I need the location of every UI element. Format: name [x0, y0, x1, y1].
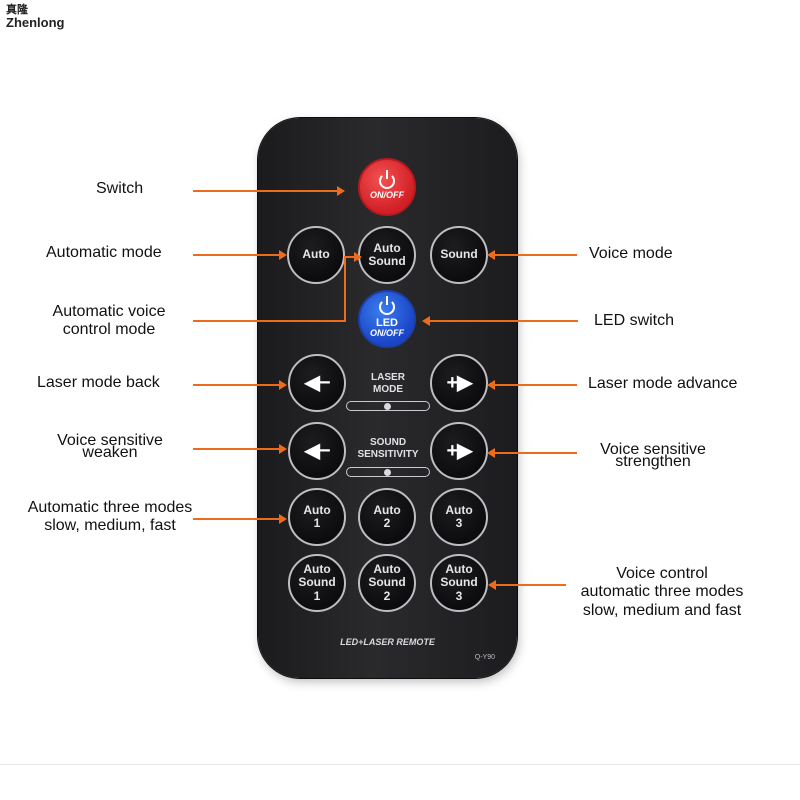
arrow-voice-mode: [487, 250, 577, 260]
auto-sound-3-line1: Auto: [445, 562, 473, 577]
callout-voice-mode: Voice mode: [589, 245, 673, 262]
sensitivity-weaken-button[interactable]: ◀−: [288, 422, 346, 480]
callout-laser-back: Laser mode back: [37, 374, 160, 391]
auto-sound-1-line3: 1: [313, 588, 321, 603]
arrow-led-switch: [422, 316, 578, 326]
arrow-auto-voice-vertical: [344, 256, 346, 322]
auto-3-button[interactable]: Auto 3: [430, 488, 488, 546]
brand-logo: 真隆 Zhenlong: [6, 3, 66, 31]
auto-1-line2: 1: [313, 516, 321, 530]
logo-english-text: Zhenlong: [6, 15, 65, 31]
sound-sensitivity-line2: SENSITIVITY: [357, 448, 419, 460]
callout-auto-voice-line1: Automatic voice: [52, 303, 166, 320]
callout-voice-strengthen: Voice sensitive strengthen: [584, 441, 722, 472]
arrow-automatic-mode: [193, 250, 287, 260]
auto-sound-1-line1: Auto: [303, 562, 331, 577]
laser-mode-back-button[interactable]: ◀−: [288, 354, 346, 412]
laser-mode-label: LASER MODE: [348, 372, 428, 395]
led-button[interactable]: LED ON/OFF: [358, 290, 416, 348]
auto-label: Auto: [302, 247, 330, 262]
callout-auto-three-line1: Automatic three modes: [27, 499, 193, 516]
laser-mode-slider: [346, 401, 430, 411]
sensitivity-strengthen-button[interactable]: +▶: [430, 422, 488, 480]
minus-arrow-icon: ◀−: [304, 440, 330, 462]
sound-sensitivity-slider: [346, 467, 430, 477]
arrow-voice-strengthen: [487, 448, 577, 458]
auto-sound-2-line2: Sound: [368, 575, 406, 590]
arrow-voice-three: [488, 580, 566, 590]
laser-mode-advance-button[interactable]: +▶: [430, 354, 488, 412]
remote-brand-text: LED+LASER REMOTE: [340, 637, 435, 647]
callout-voice-three-line1: Voice control: [616, 565, 708, 582]
sound-sensitivity-line1: SOUND: [369, 437, 407, 448]
laser-mode-line2: MODE: [373, 383, 403, 395]
callout-auto-three: Automatic three modes slow, medium, fast: [12, 499, 208, 536]
power-label: ON/OFF: [370, 190, 404, 201]
auto-sound-1-button[interactable]: Auto Sound 1: [288, 554, 346, 612]
callout-led-switch: LED switch: [594, 312, 675, 329]
arrow-voice-weaken: [193, 444, 287, 454]
auto-2-line2: 2: [383, 516, 391, 530]
remote-model-text: Q-Y90: [474, 654, 495, 661]
auto-sound-1-line2: Sound: [298, 575, 336, 590]
auto-3-line2: 3: [455, 516, 463, 530]
auto-1-line1: Auto: [303, 502, 331, 517]
led-sub-label: ON/OFF: [370, 328, 404, 339]
auto-2-line1: Auto: [373, 502, 401, 517]
auto-sound-2-line3: 2: [383, 588, 391, 603]
plus-arrow-icon: +▶: [446, 372, 472, 394]
arrow-laser-advance: [487, 380, 577, 390]
callout-voice-three-line2: automatic three modes: [580, 583, 744, 601]
auto-sound-line1: Auto: [373, 240, 401, 255]
plus-arrow-icon: +▶: [446, 440, 472, 462]
callout-voice-strengthen-line2: strengthen: [615, 453, 691, 471]
callout-voice-three: Voice control automatic three modes slow…: [564, 565, 760, 620]
minus-arrow-icon: ◀−: [304, 372, 330, 394]
callout-voice-weaken: Voice sensitive weaken: [40, 432, 180, 463]
callout-laser-advance: Laser mode advance: [588, 375, 738, 392]
callout-auto-voice-line2: control mode: [62, 321, 156, 339]
callout-auto-voice-control: Automatic voice control mode: [36, 303, 182, 340]
sound-sensitivity-label: SOUND SENSITIVITY: [344, 437, 432, 460]
auto-sound-3-line2: Sound: [440, 575, 478, 590]
remote-control: ON/OFF Auto Auto Sound Sound LED ON/OFF …: [258, 118, 517, 678]
arrow-laser-back: [193, 380, 287, 390]
callout-voice-weaken-line1: Voice sensitive: [57, 432, 163, 449]
auto-sound-3-button[interactable]: Auto Sound 3: [430, 554, 488, 612]
sound-button[interactable]: Sound: [430, 226, 488, 284]
callout-automatic-mode: Automatic mode: [46, 244, 162, 261]
auto-sound-line2: Sound: [368, 254, 406, 268]
logo-chinese-text: 真隆: [6, 3, 28, 16]
slider-knob: [384, 469, 391, 476]
auto-1-button[interactable]: Auto 1: [288, 488, 346, 546]
power-button[interactable]: ON/OFF: [358, 158, 416, 216]
auto-sound-button[interactable]: Auto Sound: [358, 226, 416, 284]
auto-3-line1: Auto: [445, 502, 473, 517]
auto-sound-2-line1: Auto: [373, 562, 401, 577]
callout-voice-strengthen-line1: Voice sensitive: [600, 441, 706, 458]
auto-sound-2-button[interactable]: Auto Sound 2: [358, 554, 416, 612]
arrow-auto-three: [193, 514, 287, 524]
bottom-divider: [0, 764, 800, 765]
callout-switch: Switch: [96, 180, 144, 197]
auto-sound-3-line3: 3: [455, 588, 463, 603]
led-power-icon: [379, 296, 395, 315]
callout-voice-weaken-line2: weaken: [82, 444, 138, 462]
power-icon: [379, 170, 395, 190]
arrow-switch: [193, 186, 345, 196]
auto-button[interactable]: Auto: [287, 226, 345, 284]
arrow-auto-voice-tip: [344, 252, 362, 262]
slider-knob: [384, 403, 391, 410]
led-label: LED: [376, 317, 398, 329]
arrow-auto-voice-horizontal: [193, 320, 345, 322]
auto-2-button[interactable]: Auto 2: [358, 488, 416, 546]
sound-label: Sound: [440, 247, 478, 262]
callout-auto-three-line2: slow, medium, fast: [44, 517, 176, 535]
callout-voice-three-line3: slow, medium and fast: [582, 601, 742, 619]
laser-mode-line1: LASER: [371, 372, 405, 383]
